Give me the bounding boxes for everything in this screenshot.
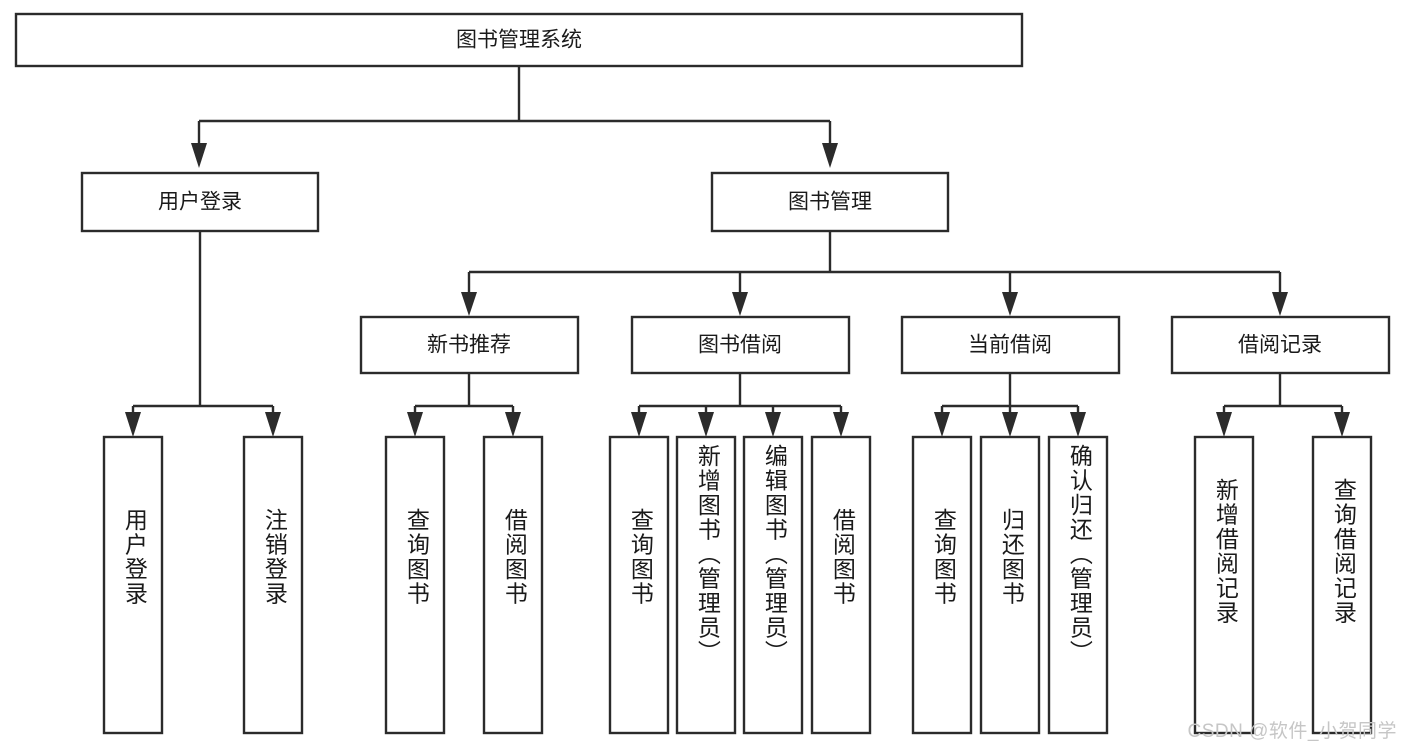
leaf-label-query-book-current: 查询图书	[930, 508, 957, 606]
leaf-label-query-book-borrow: 查询图书	[627, 508, 654, 606]
node-book-borrow[interactable]: 图书借阅	[630, 315, 851, 375]
node-root-rect[interactable]	[14, 12, 1024, 68]
leaf-label-borrow-book: 借阅图书	[829, 508, 856, 606]
connector-user-login-to-leaves	[125, 231, 281, 437]
node-user-login-rect[interactable]	[80, 171, 320, 233]
node-book-management-label: 图书管理	[788, 191, 872, 214]
node-borrow-record-label: 借阅记录	[1238, 334, 1322, 357]
leaf-label-edit-book-admin: 编辑图书（管理员）	[761, 444, 788, 665]
leaf-label-user-login: 用户登录	[121, 508, 148, 606]
leaf-box-borrow-book-recommend[interactable]	[482, 435, 544, 735]
leaf-box-query-book-recommend[interactable]	[384, 435, 446, 735]
node-root-label: 图书管理系统	[456, 29, 582, 52]
arrow-head-icon	[1002, 292, 1018, 316]
node-borrow-record[interactable]: 借阅记录	[1170, 315, 1391, 375]
leaf-label-add-book-admin: 新增图书（管理员）	[694, 444, 721, 665]
arrow-head-icon	[631, 412, 647, 437]
arrow-head-icon	[698, 412, 714, 437]
arrow-head-icon	[822, 143, 838, 168]
node-book-management-rect[interactable]	[710, 171, 950, 233]
leaf-box-edit-book-admin[interactable]	[742, 435, 804, 735]
watermark-text: CSDN @软件_小贺同学	[1187, 721, 1397, 742]
leaf-box-confirm-return-admin[interactable]	[1047, 435, 1109, 735]
node-user-login-label: 用户登录	[158, 191, 242, 214]
arrow-head-icon	[732, 292, 748, 316]
connector-book-borrow-to-leaves	[631, 373, 849, 437]
arrow-head-icon	[1070, 412, 1086, 437]
node-current-borrow[interactable]: 当前借阅	[900, 315, 1121, 375]
arrow-head-icon	[505, 412, 521, 437]
arrow-head-icon	[1272, 292, 1288, 316]
leaf-box-user-login[interactable]	[102, 435, 164, 735]
node-new-book-recommend-label: 新书推荐	[427, 334, 511, 357]
leaf-box-add-borrow-record[interactable]	[1193, 435, 1255, 735]
connector-book-management-to-level2	[461, 231, 1288, 316]
connector-current-borrow-to-leaves	[934, 373, 1086, 437]
arrow-head-icon	[461, 292, 477, 316]
node-new-book-recommend-rect[interactable]	[359, 315, 580, 375]
arrow-head-icon	[265, 412, 281, 437]
node-book-borrow-rect[interactable]	[630, 315, 851, 375]
node-root[interactable]: 图书管理系统	[14, 12, 1024, 68]
leaf-box-borrow-book[interactable]	[810, 435, 872, 735]
leaf-label-query-borrow-record: 查询借阅记录	[1330, 478, 1357, 625]
node-user-login[interactable]: 用户登录	[80, 171, 320, 233]
arrow-head-icon	[125, 412, 141, 437]
arrow-head-icon	[934, 412, 950, 437]
node-book-borrow-label: 图书借阅	[698, 334, 782, 357]
leaf-label-logout: 注销登录	[261, 508, 288, 606]
connector-new-book-recommend-to-leaves	[407, 373, 521, 437]
leaf-box-query-book-borrow[interactable]	[608, 435, 670, 735]
arrow-head-icon	[765, 412, 781, 437]
leaf-box-query-book-current[interactable]	[911, 435, 973, 735]
leaf-box-logout[interactable]	[242, 435, 304, 735]
arrow-head-icon	[407, 412, 423, 437]
node-new-book-recommend[interactable]: 新书推荐	[359, 315, 580, 375]
leaf-box-return-book[interactable]	[979, 435, 1041, 735]
arrow-head-icon	[833, 412, 849, 437]
leaf-box-add-book-admin[interactable]	[675, 435, 737, 735]
leaf-label-add-borrow-record: 新增借阅记录	[1212, 478, 1239, 625]
leaf-box-query-borrow-record[interactable]	[1311, 435, 1373, 735]
leaf-label-borrow-book-recommend: 借阅图书	[501, 508, 528, 606]
arrow-head-icon	[1002, 412, 1018, 437]
leaf-label-query-book-recommend: 查询图书	[403, 508, 430, 606]
arrow-head-icon	[1334, 412, 1350, 437]
node-book-management[interactable]: 图书管理	[710, 171, 950, 233]
connector-root-to-level1	[191, 66, 838, 168]
leaf-label-return-book: 归还图书	[998, 508, 1025, 606]
arrow-head-icon	[1216, 412, 1232, 437]
node-current-borrow-label: 当前借阅	[968, 334, 1052, 357]
arrow-head-icon	[191, 143, 207, 168]
leaf-label-confirm-return-admin: 确认归还（管理员）	[1066, 444, 1093, 665]
connector-borrow-record-to-leaves	[1216, 373, 1350, 437]
node-borrow-record-rect[interactable]	[1170, 315, 1391, 375]
